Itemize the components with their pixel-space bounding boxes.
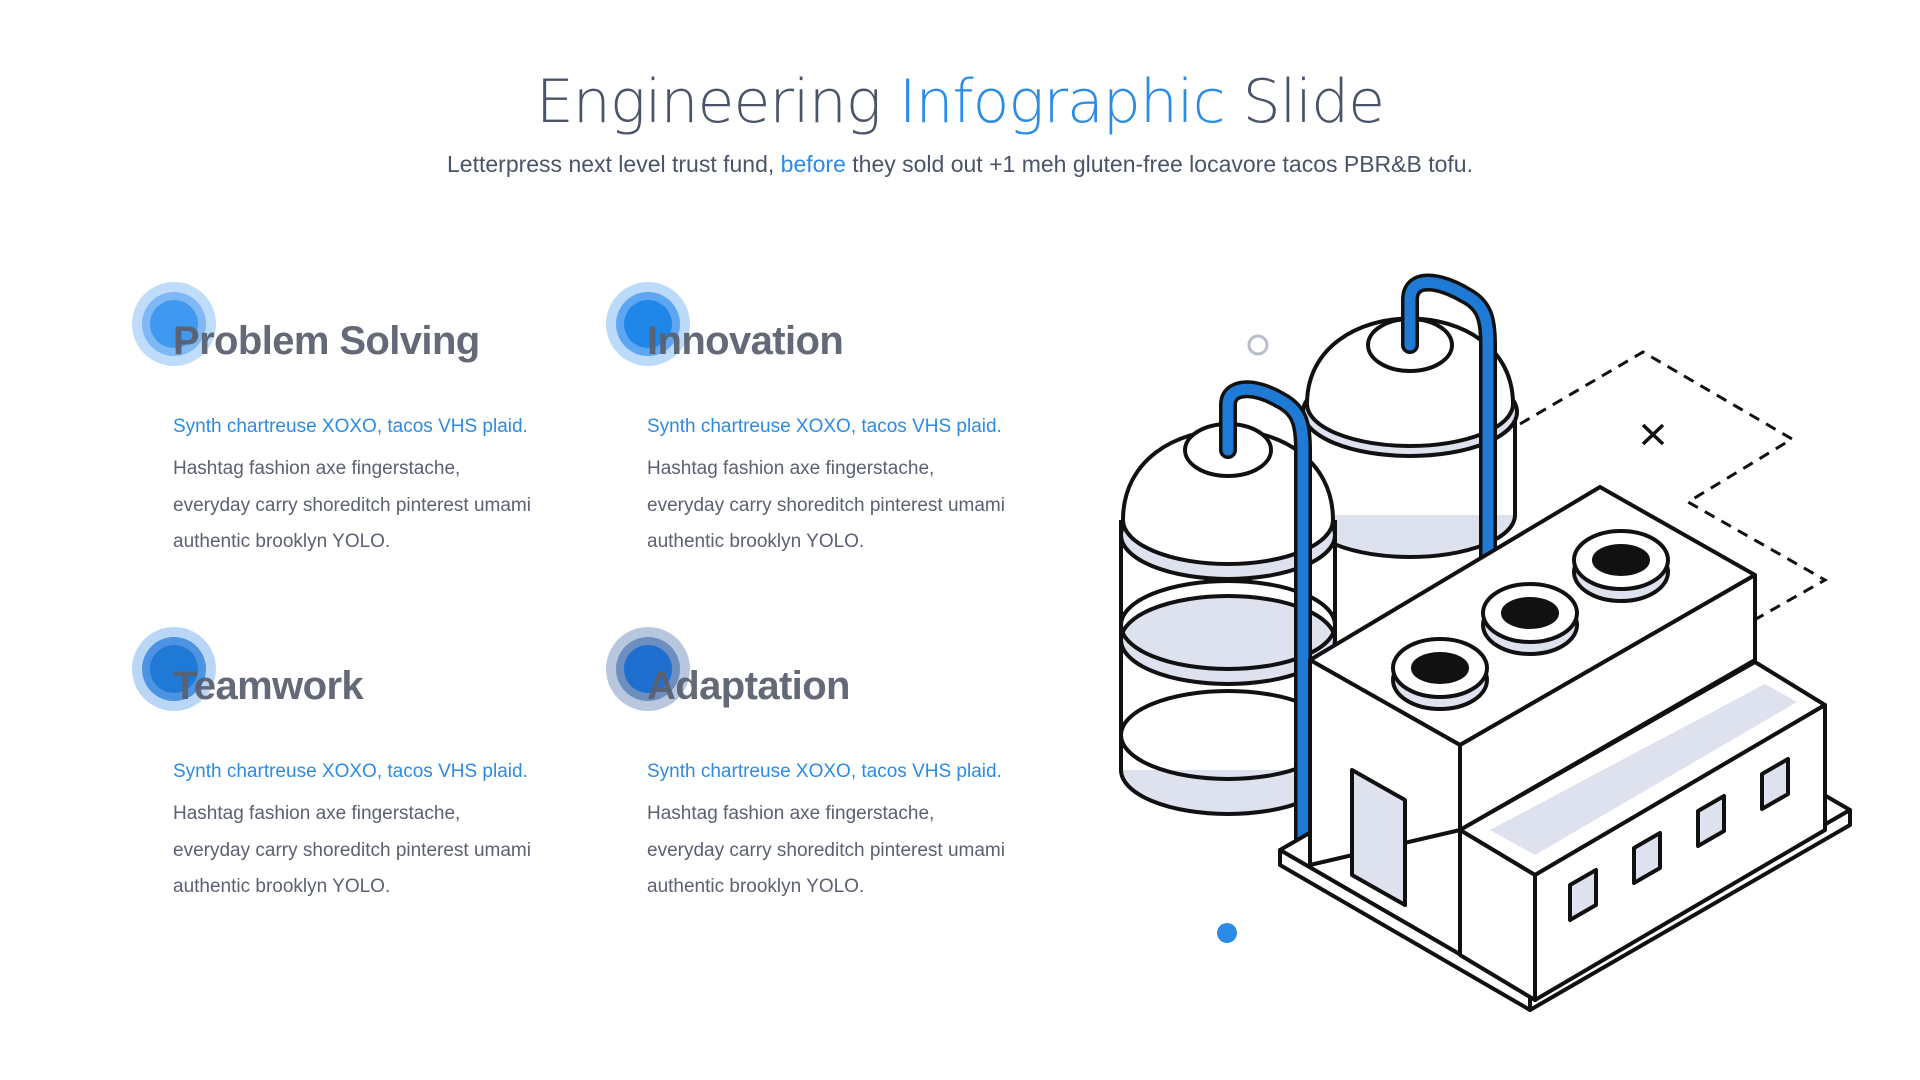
card-lead: Synth chartreuse XOXO, tacos VHS plaid. bbox=[173, 416, 528, 437]
subtitle-accent-text: before bbox=[780, 151, 846, 177]
slide-subtitle: Letterpress next level trust fund, befor… bbox=[0, 151, 1920, 178]
card-body: Hashtag fashion axe fingerstache, everyd… bbox=[173, 458, 531, 552]
front-tank bbox=[1119, 422, 1337, 816]
title-text: Engineering bbox=[535, 67, 899, 137]
bullet-circle-icon bbox=[606, 627, 690, 711]
subtitle-text: Letterpress next level trust fund, bbox=[447, 151, 781, 177]
dot-marker-icon bbox=[1217, 923, 1237, 943]
card-body: Hashtag fashion axe fingerstache, everyd… bbox=[173, 803, 531, 897]
card-title: Problem Solving bbox=[173, 319, 480, 363]
card-body: Hashtag fashion axe fingerstache, everyd… bbox=[647, 458, 1005, 552]
chimney-openings bbox=[1391, 529, 1670, 711]
slide-header: Engineering Infographic Slide Letterpres… bbox=[0, 68, 1920, 178]
card-title: Innovation bbox=[647, 319, 844, 363]
factory-with-tanks-icon bbox=[1119, 273, 1852, 1012]
card-title: Teamwork bbox=[173, 664, 364, 708]
factory-building bbox=[1278, 485, 1852, 1012]
bullet-circle-icon bbox=[132, 627, 216, 711]
card-lead: Synth chartreuse XOXO, tacos VHS plaid. bbox=[173, 761, 528, 782]
slide-title: Engineering Infographic Slide bbox=[0, 68, 1920, 137]
close-mark-icon bbox=[1641, 423, 1665, 446]
bullet-circle-icon bbox=[132, 282, 216, 366]
title-text-end: Slide bbox=[1224, 67, 1385, 137]
bullet-circle-icon bbox=[606, 282, 690, 366]
dashed-outline bbox=[1519, 350, 1829, 630]
ring-marker-icon bbox=[1247, 334, 1269, 356]
pipe-front bbox=[1222, 383, 1309, 846]
pipe-back bbox=[1404, 277, 1494, 566]
card-lead: Synth chartreuse XOXO, tacos VHS plaid. bbox=[647, 761, 1002, 782]
title-accent-text: Infographic bbox=[898, 67, 1226, 137]
card-title: Adaptation bbox=[647, 664, 850, 708]
card-lead: Synth chartreuse XOXO, tacos VHS plaid. bbox=[647, 416, 1002, 437]
card-body: Hashtag fashion axe fingerstache, everyd… bbox=[647, 803, 1005, 897]
subtitle-text-end: they sold out +1 meh gluten-free locavor… bbox=[845, 151, 1473, 177]
